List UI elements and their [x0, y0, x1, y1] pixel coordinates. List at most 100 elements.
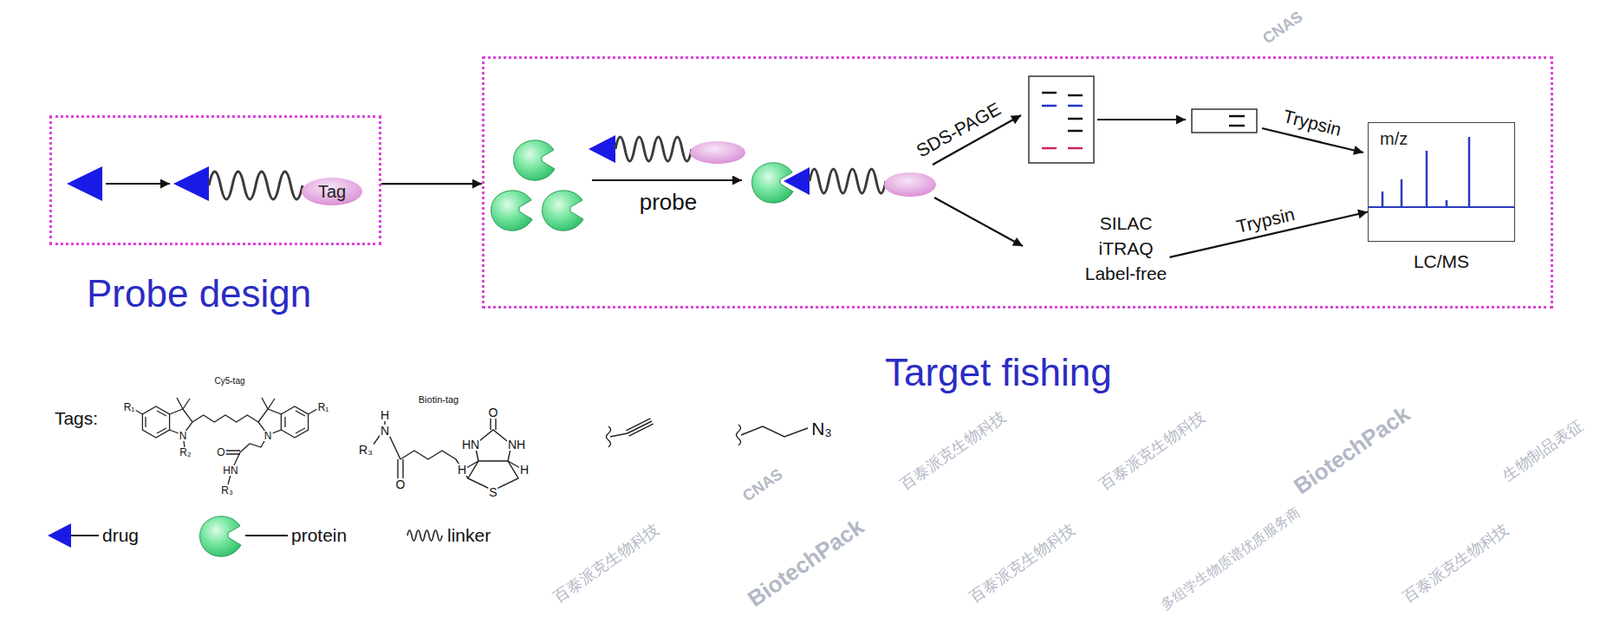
quant-method-list: SILAC iTRAQ Label-free [1082, 210, 1171, 287]
cy5-structure [145, 410, 167, 434]
arrow-label: probe [639, 189, 698, 216]
cy5-structure [133, 397, 318, 485]
target-fishing-region: Target fishingSILAC iTRAQ Label-freem/zL… [481, 56, 1554, 309]
gel-slice [1229, 124, 1245, 128]
gel-image [1028, 76, 1094, 163]
watermark: BiotechPack [743, 513, 870, 613]
gel-slice [1191, 109, 1257, 133]
biotin-structure [466, 461, 521, 469]
cy5-structure [142, 406, 170, 438]
atom-label: N [178, 430, 189, 442]
atom-label: O [395, 478, 407, 491]
protein-probe-complex [809, 169, 886, 194]
spectrum-peaks [1400, 179, 1404, 208]
linker-spring [208, 171, 303, 200]
gel-slice [1229, 115, 1245, 118]
arrow-label: SDS-PAGE [912, 98, 1004, 163]
legend-protein-sample [200, 516, 288, 557]
arrow-label: Trypsin [1281, 105, 1344, 141]
spectrum-peaks [1381, 191, 1385, 208]
atom-label: H [519, 463, 530, 476]
probe-icon [615, 136, 692, 162]
legend-drug-sample [71, 534, 99, 537]
arrow [591, 179, 742, 182]
drug-triangle [66, 166, 103, 202]
legend-text: linker [447, 525, 491, 547]
biotin-structure [400, 450, 469, 479]
atom-label: S [487, 486, 498, 499]
legend-drug-sample [47, 523, 99, 548]
arrow [105, 182, 170, 185]
spectrum-peaks [1445, 200, 1449, 208]
protein-probe-complex [884, 172, 937, 197]
probe-icon [588, 135, 746, 164]
cy5-structure [226, 450, 241, 455]
biotin-structure [474, 429, 512, 462]
cy5-structure [280, 406, 308, 438]
cy5-structure [261, 397, 275, 410]
atom-label: N [379, 424, 391, 437]
protein-icon [491, 140, 584, 231]
cy5-structure [227, 474, 231, 485]
drug-triangle [66, 166, 103, 202]
alkyne-structure [610, 433, 628, 437]
linker-spring [208, 171, 303, 200]
atom-label: O [215, 447, 226, 458]
legend-linker-sample [407, 530, 443, 541]
gel-image [1041, 91, 1057, 95]
biotin-structure [372, 414, 521, 491]
spectrum-peaks [1367, 206, 1516, 209]
legend-protein-sample [245, 534, 288, 537]
region-heading: Probe design [86, 273, 312, 315]
atom-label: H [456, 463, 468, 476]
gel-image [1067, 104, 1083, 108]
watermark: CNAS [1259, 7, 1307, 48]
arrow [591, 180, 742, 182]
atom-label: H [379, 409, 391, 422]
probe-drug-triangle [173, 166, 209, 202]
watermark: CNAS [739, 465, 787, 506]
legend-entry: drug [102, 525, 139, 547]
alkyne-structure [625, 418, 653, 436]
atom-label: R₃ [357, 443, 374, 456]
atom-label: N [263, 430, 274, 442]
biotin-structure [388, 433, 401, 460]
legend-linker-sample [407, 530, 443, 541]
arrow [105, 183, 170, 185]
alkyne-structure [606, 426, 612, 448]
watermark: 多组学生物质谱优质服务商 [1157, 504, 1304, 613]
tag-ellipse: Tag [301, 177, 363, 206]
atom-label: N₃ [810, 419, 833, 438]
cy5-structure [234, 452, 241, 466]
azide-structure [736, 424, 809, 446]
protein-probe-complex [783, 167, 810, 196]
protein-icon [513, 140, 555, 181]
region-heading: Target fishing [884, 351, 1113, 394]
atom-label: R₂ [178, 447, 192, 458]
watermark: BiotechPack [1289, 401, 1416, 501]
tag-label: Tag [318, 182, 346, 202]
atom-label: NH [507, 438, 527, 451]
arrow [934, 197, 1023, 247]
protein-icon [491, 190, 533, 231]
gel-image [1067, 147, 1083, 150]
atom-label: R₁ [317, 402, 331, 413]
gel-image [1041, 147, 1057, 150]
biotin-structure [397, 459, 404, 479]
gel-image [1067, 130, 1083, 133]
azide-structure [736, 424, 742, 446]
probe-drug-triangle [173, 166, 209, 202]
connector-arrow [381, 182, 482, 185]
cy5-structure [285, 410, 306, 434]
watermark: 百泰派克生物科技 [966, 520, 1080, 607]
legend-text: protein [291, 525, 347, 547]
structure-name: Cy5-tag [214, 376, 245, 387]
method-list-text: SILAC iTRAQ Label-free [1082, 210, 1171, 287]
atom-label: O [487, 406, 500, 419]
cy5-structure [192, 415, 259, 423]
gel-image [1067, 117, 1083, 121]
cy5-structure [308, 409, 318, 415]
gel-image [1041, 104, 1057, 108]
protein-icon [542, 190, 584, 231]
